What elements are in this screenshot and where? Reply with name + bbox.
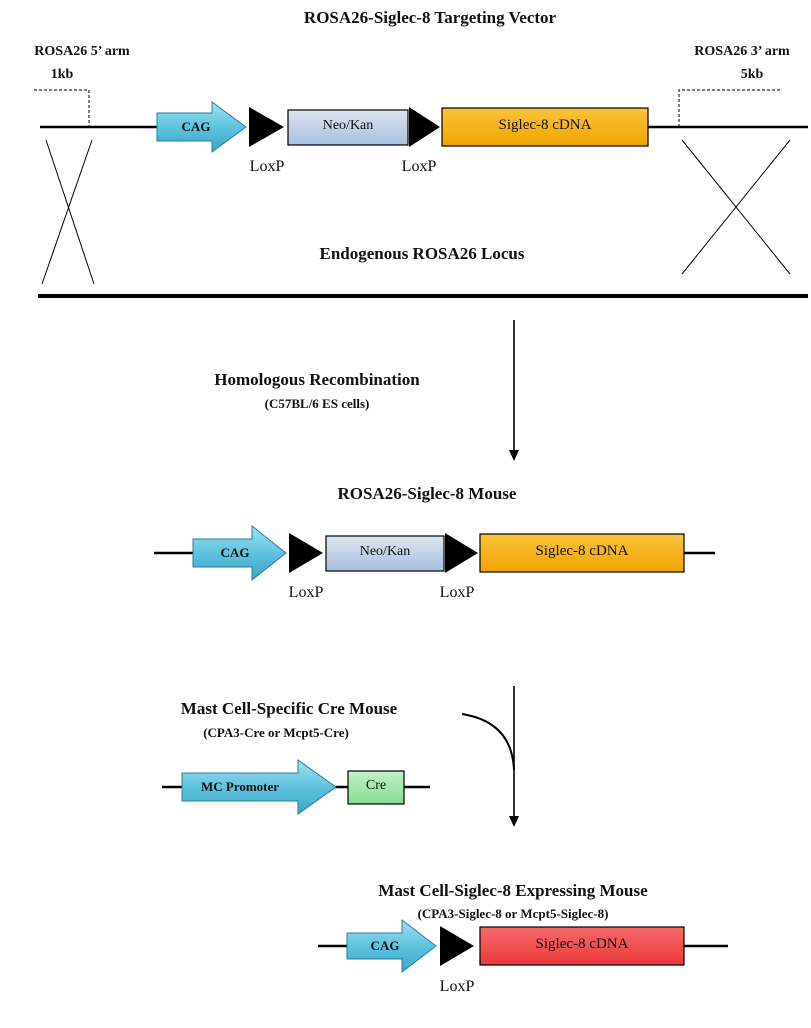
merge-arrow [461,686,519,827]
arm5-bracket [34,89,90,127]
locus-label: Endogenous ROSA26 Locus [319,244,525,263]
cag-label: CAG [181,119,211,134]
neo-kan-label: Neo/Kan [322,118,374,133]
loxp-triangle [440,926,474,966]
neo-kan-box [325,535,445,572]
expr-cag-label: CAG [370,938,400,953]
loxp-triangle-2 [409,107,440,147]
neo-kan-box [287,109,409,146]
cag-arrow [156,101,247,153]
expressing-mouse-title: Mast Cell-Siglec-8 Expressing Mouse [378,881,648,900]
vector-title: ROSA26-Siglec-8 Targeting Vector [303,8,557,27]
rosa-loxp-label-1: LoxP [288,584,324,601]
rosa-cag-label: CAG [220,545,250,560]
loxp-triangle-1 [249,107,284,147]
expr-siglec-label: Siglec-8 cDNA [535,936,629,952]
rosa-loxp-label-2: LoxP [439,584,475,601]
cag-arrow [346,918,437,974]
loxp-label-1: LoxP [249,158,285,175]
cag-arrow [192,524,287,582]
arm5-size: 1kb [50,67,74,82]
loxp-label-2: LoxP [401,158,437,175]
recombination-title: Homologous Recombination [214,370,420,389]
recombination-subtitle: (C57BL/6 ES cells) [264,396,370,411]
siglec-box [441,107,649,147]
down-arrow-1 [509,320,519,461]
mc-promoter-label: MC Promoter [200,779,280,794]
crossover-right [681,139,791,275]
cre-box [347,770,405,805]
mc-promoter-arrow [181,759,337,815]
cre-mouse-subtitle: (CPA3-Cre or Mcpt5-Cre) [203,725,349,740]
arm5-label: ROSA26 5’ arm [34,44,130,59]
rosa-mouse-construct [154,524,715,582]
crossover-left [41,139,95,285]
cre-label: Cre [365,778,387,793]
loxp-triangle-1 [289,533,323,573]
targeting-vector [34,89,808,153]
arm3-label: ROSA26 3’ arm [694,44,790,59]
siglec-box [479,533,685,573]
arm3-size: 5kb [740,67,764,82]
rosa-neo-kan-label: Neo/Kan [359,544,411,559]
loxp-triangle-2 [445,533,478,573]
cre-mouse-title: Mast Cell-Specific Cre Mouse [180,699,398,718]
rosa-mouse-title: ROSA26-Siglec-8 Mouse [337,484,517,503]
expressing-mouse-subtitle: (CPA3-Siglec-8 or Mcpt5-Siglec-8) [417,906,609,921]
expr-loxp-label: LoxP [439,978,475,995]
arm3-bracket [678,89,780,127]
rosa-siglec-label: Siglec-8 cDNA [535,543,629,559]
expressing-mouse-construct [318,918,728,974]
cre-construct [162,759,430,815]
siglec-label: Siglec-8 cDNA [498,117,592,133]
siglec-expr-box [479,926,685,966]
